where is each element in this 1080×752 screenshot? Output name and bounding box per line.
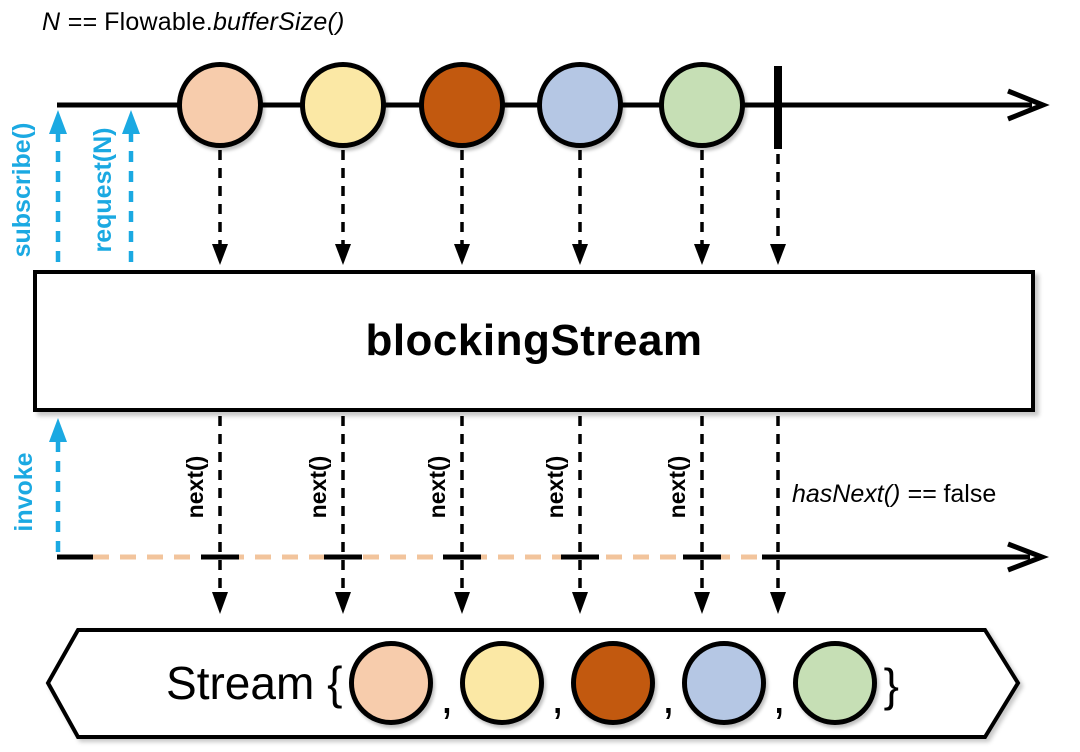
subscribe-arrowhead-icon <box>49 110 67 134</box>
stream-comma: , <box>551 671 565 723</box>
next-arrows <box>212 416 786 614</box>
marble-peach <box>177 62 263 148</box>
out-marble-orange <box>571 641 656 725</box>
subscribe-label: subscribe() <box>7 122 36 258</box>
marble-green <box>659 62 745 148</box>
hasnext-annotation: hasNext() == false <box>792 480 996 509</box>
output-stream-content: Stream { , , , , } <box>80 632 985 734</box>
emission-arrows <box>212 150 786 265</box>
next-label: next() <box>181 455 208 519</box>
marble-yellow <box>300 62 386 148</box>
next-label: next() <box>663 455 690 519</box>
marble-blue <box>537 62 623 148</box>
emission-arrowhead-icon <box>454 244 470 265</box>
iterator-timeline <box>57 541 1050 573</box>
next-arrowhead-icon <box>572 592 588 614</box>
formula-buffersize: bufferSize() <box>212 8 345 36</box>
emission-arrowhead-icon <box>572 244 588 265</box>
hasnext-value: false <box>936 480 997 508</box>
request-label: request(N) <box>88 127 117 253</box>
stream-comma: , <box>772 671 786 723</box>
next-label: next() <box>423 455 450 519</box>
formula-n: N == <box>42 8 97 36</box>
operator-label: blockingStream <box>365 316 703 365</box>
next-label: next() <box>304 455 331 519</box>
next-arrowhead-icon <box>694 592 710 614</box>
buffer-size-formula: N == Flowable.bufferSize() <box>42 8 345 37</box>
next-label: next() <box>541 455 568 519</box>
out-marble-peach <box>349 641 434 725</box>
invoke-label: invoke <box>9 452 38 532</box>
subscribe-arrow <box>49 110 67 262</box>
request-arrowhead-icon <box>122 110 140 134</box>
stream-prefix: Stream { <box>166 657 343 709</box>
next-arrowhead-icon <box>212 592 228 614</box>
hasnext-arrowhead-icon <box>770 592 786 614</box>
invoke-arrow <box>49 418 67 552</box>
emission-arrowhead-icon <box>694 244 710 265</box>
out-marble-blue <box>681 641 766 725</box>
invoke-arrowhead-icon <box>49 418 67 442</box>
hasnext-call: hasNext() == <box>792 480 937 508</box>
marble-orange <box>419 62 505 148</box>
out-marble-green <box>792 641 877 725</box>
emission-arrowhead-icon <box>212 244 228 265</box>
source-timeline-arrowhead-icon <box>1007 88 1050 122</box>
complete-arrowhead-icon <box>770 244 786 265</box>
next-arrowhead-icon <box>335 592 351 614</box>
stream-comma: , <box>440 671 454 723</box>
formula-flowable: Flowable. <box>97 8 213 36</box>
next-arrowhead-icon <box>454 592 470 614</box>
out-marble-yellow <box>460 641 545 725</box>
operator-box: blockingStream <box>33 270 1035 412</box>
emission-arrowhead-icon <box>335 244 351 265</box>
iterator-timeline-arrowhead-icon <box>1007 541 1050 573</box>
stream-comma: , <box>662 671 675 723</box>
request-arrow <box>122 110 140 262</box>
stream-close-brace: } <box>883 659 899 711</box>
